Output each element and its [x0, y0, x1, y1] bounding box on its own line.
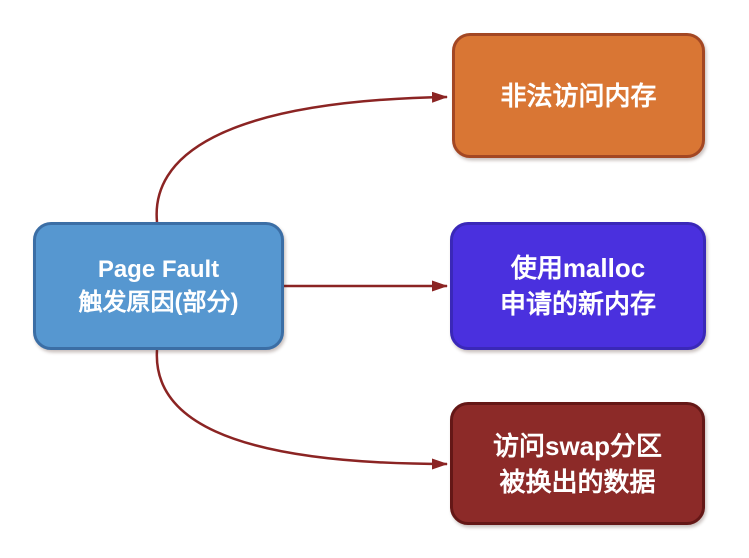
node-page-fault-label-line2: 触发原因(部分)	[78, 289, 239, 316]
node-swap-partition-data-label-line1: 访问swap分区	[492, 430, 663, 461]
node-malloc-new-memory[interactable]: 使用malloc 申请的新内存	[450, 222, 706, 350]
node-page-fault-label-line1: Page Fault	[97, 256, 220, 283]
arrow-root-to-illegal-access	[155, 91, 448, 223]
node-illegal-memory-access-label: 非法访问内存	[500, 80, 657, 111]
node-malloc-new-memory-label-line2: 申请的新内存	[499, 289, 656, 319]
node-page-fault-root[interactable]: Page Fault 触发原因(部分)	[33, 222, 284, 350]
node-malloc-new-memory-label-line1: 使用malloc	[510, 253, 646, 283]
node-swap-partition-data-label-line2: 被换出的数据	[499, 466, 656, 497]
arrow-root-to-swap	[155, 349, 448, 470]
node-illegal-memory-access[interactable]: 非法访问内存	[452, 33, 705, 158]
node-swap-partition-data[interactable]: 访问swap分区 被换出的数据	[450, 402, 705, 525]
